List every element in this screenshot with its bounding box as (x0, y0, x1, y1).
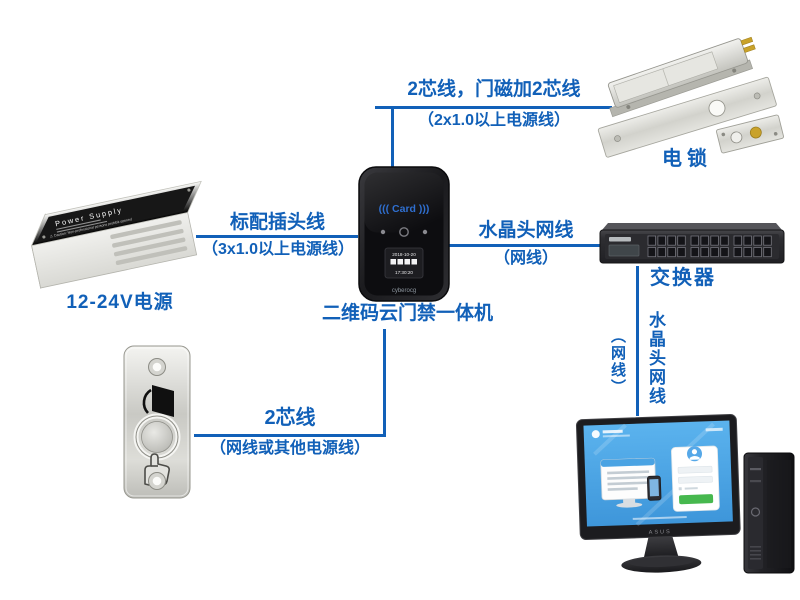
power-supply-device: Power Supply ⚠ Caution: Non-professional… (30, 180, 202, 289)
reader-label: 二维码云门禁一体机 (321, 303, 493, 324)
computer-monitor: ASUS (575, 413, 741, 573)
wire-reader-to-button-vertical (383, 329, 386, 437)
switch-device (599, 223, 785, 264)
monitor-brand: ASUS (649, 529, 672, 536)
electric-lock-device (597, 36, 784, 158)
switch-cable-label: 水晶头网线 (478, 220, 574, 241)
reader-led-right (422, 229, 428, 235)
login-password-field[interactable] (678, 475, 713, 484)
switch-top-face (602, 223, 782, 230)
power-cable-sublabel: （3x1.0以上电源线） (201, 241, 355, 258)
login-page-illustration (600, 457, 662, 508)
reader-card-text: ((( Card ))) (379, 203, 430, 215)
login-footer-text (632, 516, 687, 520)
tower-power-button[interactable] (750, 507, 761, 517)
reader-brand: cyberocg (392, 288, 416, 294)
exit-button-device (123, 345, 191, 499)
login-remember-checkbox[interactable] (678, 487, 682, 491)
wire-reader-to-switch (448, 244, 602, 247)
wire-reader-to-lock-vertical (391, 106, 394, 174)
button-cable-label: 2芯线 (264, 407, 316, 429)
reader-display-time: 17:30:20 (395, 270, 413, 275)
reader-device: ((( Card ))) 2018-10-20 17:30:20 cyberoc… (358, 166, 450, 302)
tower-optical-drive (750, 468, 761, 471)
exit-button-push[interactable] (141, 421, 173, 453)
switch-cable-sublabel: （网线） (493, 250, 558, 267)
wire-power-to-reader (196, 235, 358, 238)
power-supply-vents (110, 220, 188, 266)
login-card (671, 445, 720, 512)
lock-cable-sublabel: （2x1.0以上电源线） (417, 112, 571, 129)
lock-bolt-body (607, 36, 756, 118)
login-button[interactable] (679, 494, 714, 505)
lock-strike-plate (716, 114, 784, 154)
switch-ports (647, 235, 772, 258)
tower-side-panel (767, 460, 791, 568)
pc-cable-label: 水晶头网线 (646, 310, 665, 406)
lock-cable-label: 2芯线，门磁加2芯线 (407, 79, 581, 100)
lock-label: 电锁 (662, 148, 712, 170)
wire-switch-to-computer (636, 266, 639, 416)
login-page-topright-text (705, 427, 723, 432)
computer-tower (743, 452, 795, 574)
reader-display: 2018-10-20 17:30:20 (384, 247, 424, 279)
reader-led-left (380, 229, 386, 235)
login-username-field[interactable] (677, 465, 713, 474)
reader-sensor (399, 227, 409, 237)
door-icon (142, 385, 174, 417)
monitor-stand (643, 536, 680, 561)
button-cable-sublabel: （网线或其他电源线） (209, 440, 370, 457)
power-cable-label: 标配插头线 (229, 212, 325, 233)
login-page-logo (591, 430, 600, 439)
tower-front-panel (748, 457, 763, 569)
wire-reader-to-lock-horizontal (375, 106, 612, 109)
switch-display (608, 244, 640, 257)
reader-display-date: 2018-10-20 (392, 252, 416, 257)
power-supply-label: 12-24V电源 (66, 292, 174, 313)
switch-logo (609, 237, 631, 242)
pc-cable-sublabel: （网线） (609, 328, 626, 396)
switch-label: 交换器 (650, 267, 716, 289)
lock-faceplate (597, 76, 777, 158)
wire-reader-to-button-horizontal (194, 434, 386, 437)
